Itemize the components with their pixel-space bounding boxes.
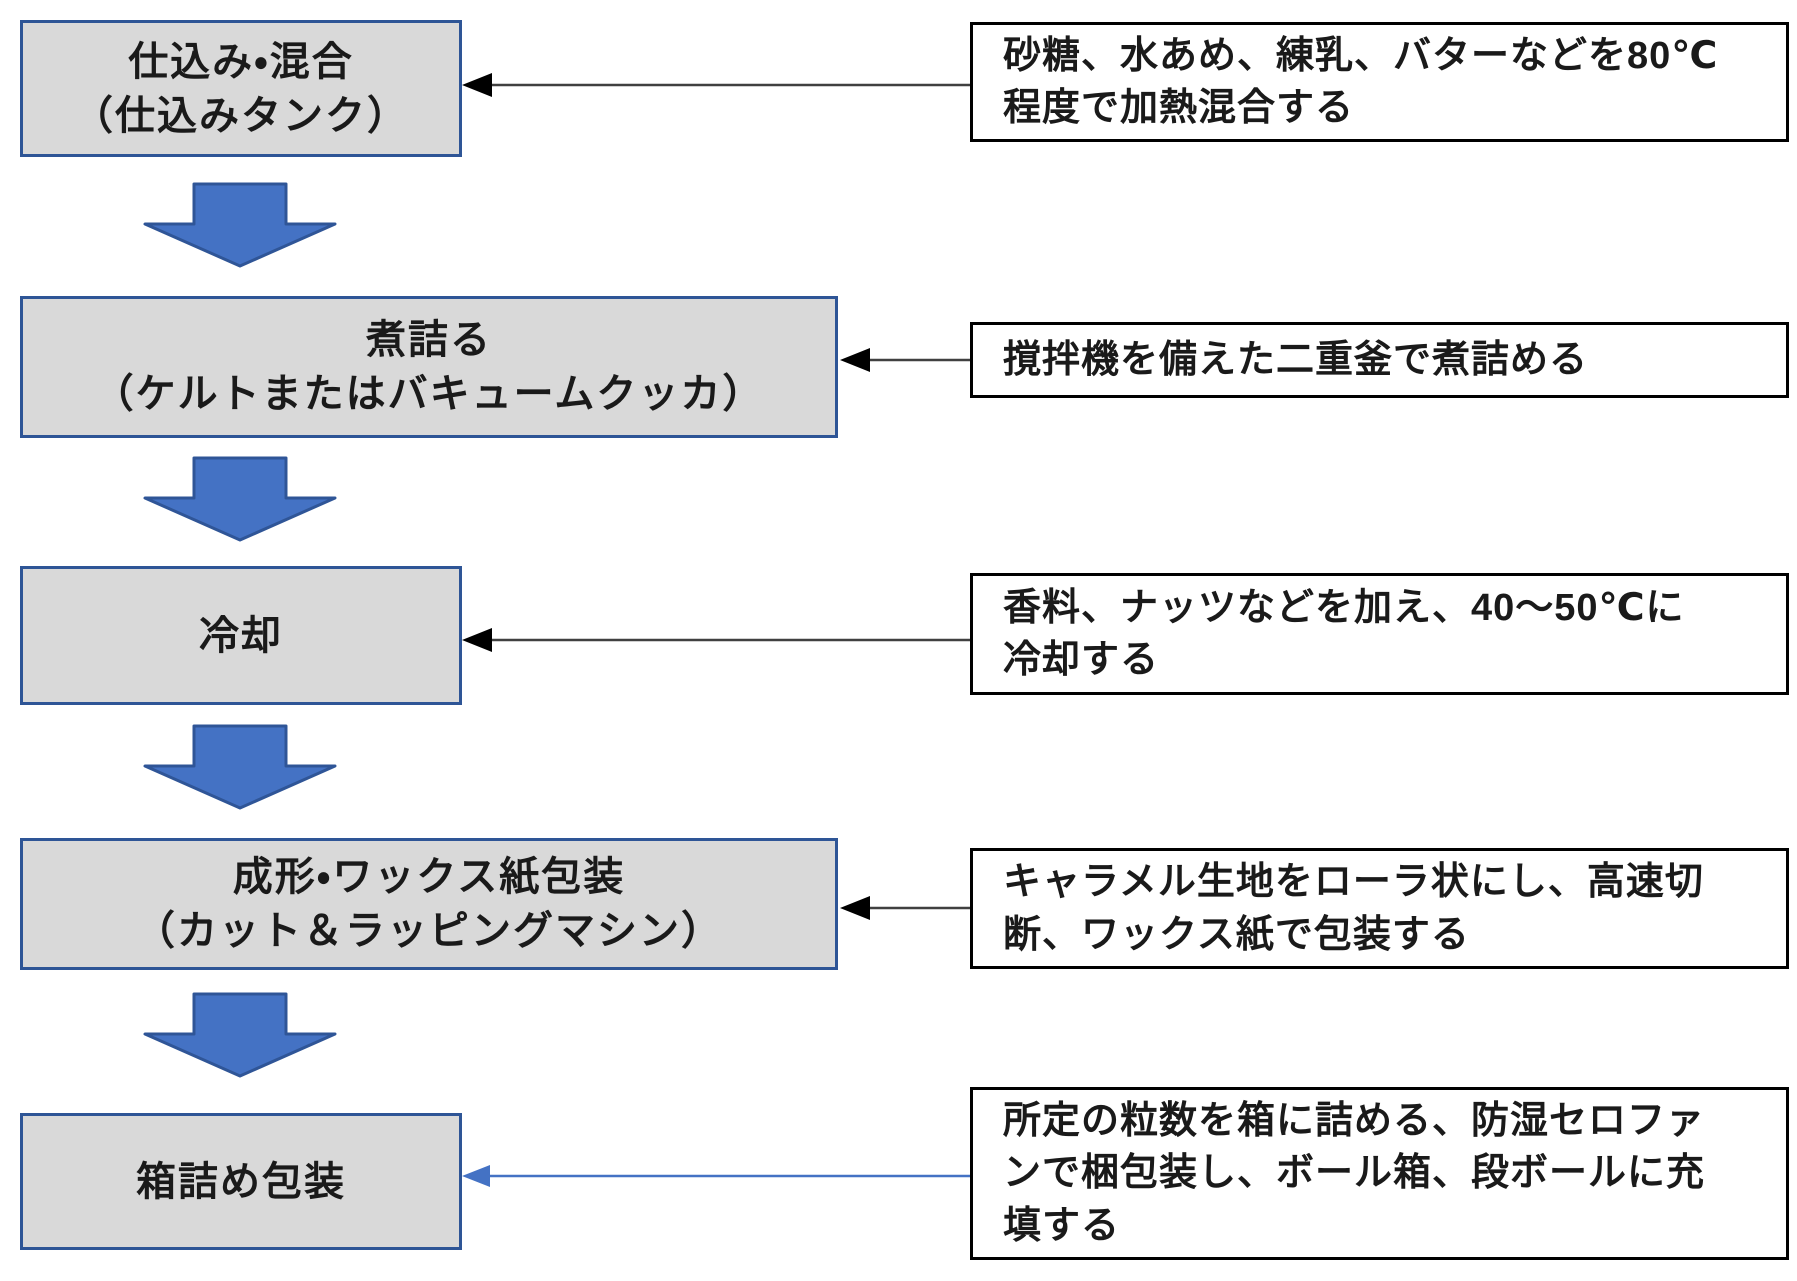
process-box-boiling: 煮詰る （ケルトまたはバキュームクッカ）: [20, 296, 838, 438]
process-box-mixing-label: 仕込み・混合 （仕込みタンク）: [73, 39, 409, 138]
process-box-mixing: 仕込み・混合 （仕込みタンク）: [20, 20, 462, 157]
note-box-boiling-text: 撹拌機を備えた二重釜で煮詰める: [1003, 338, 1589, 381]
process-box-boiling-label: 煮詰る （ケルトまたはバキュームクッカ）: [93, 318, 765, 416]
process-box-packing: 箱詰め包装: [20, 1113, 462, 1250]
connector-arrow-5: [462, 1165, 970, 1187]
connector-arrow-1: [462, 73, 970, 97]
process-box-cooling-label: 冷却: [199, 613, 283, 658]
note-box-packing: 所定の粒数を箱に詰める、防湿セロファ ンで梱包装し、ボール箱、段ボールに充 填す…: [970, 1087, 1789, 1260]
down-arrow-icon: [143, 182, 337, 268]
down-arrow-icon: [143, 724, 337, 810]
process-box-packing-label: 箱詰め包装: [136, 1159, 346, 1204]
note-box-cooling: 香料、ナッツなどを加え、40～50℃に 冷却する: [970, 573, 1789, 695]
process-box-forming: 成形・ワックス紙包装 （カット＆ラッピングマシン）: [20, 838, 838, 970]
down-arrow-icon: [143, 992, 337, 1078]
down-arrow-icon: [143, 456, 337, 542]
connector-arrow-2: [840, 348, 970, 372]
process-box-cooling: 冷却: [20, 566, 462, 705]
connector-arrow-3: [462, 628, 970, 652]
note-box-boiling: 撹拌機を備えた二重釜で煮詰める: [970, 322, 1789, 398]
note-box-packing-text: 所定の粒数を箱に詰める、防湿セロファ ンで梱包装し、ボール箱、段ボールに充 填す…: [1003, 1099, 1706, 1247]
process-box-forming-label: 成形・ワックス紙包装 （カット＆ラッピングマシン）: [135, 855, 723, 953]
note-box-forming-text: キャラメル生地をローラ状にし、高速切 断、ワックス紙で包装する: [1003, 861, 1704, 956]
note-box-mixing-text: 砂糖、水あめ、練乳、バターなどを80℃ 程度で加熱混合する: [1003, 34, 1719, 129]
note-box-mixing: 砂糖、水あめ、練乳、バターなどを80℃ 程度で加熱混合する: [970, 22, 1789, 142]
note-box-forming: キャラメル生地をローラ状にし、高速切 断、ワックス紙で包装する: [970, 848, 1789, 969]
connector-arrow-4: [840, 896, 970, 920]
note-box-cooling-text: 香料、ナッツなどを加え、40～50℃に 冷却する: [1003, 586, 1685, 681]
